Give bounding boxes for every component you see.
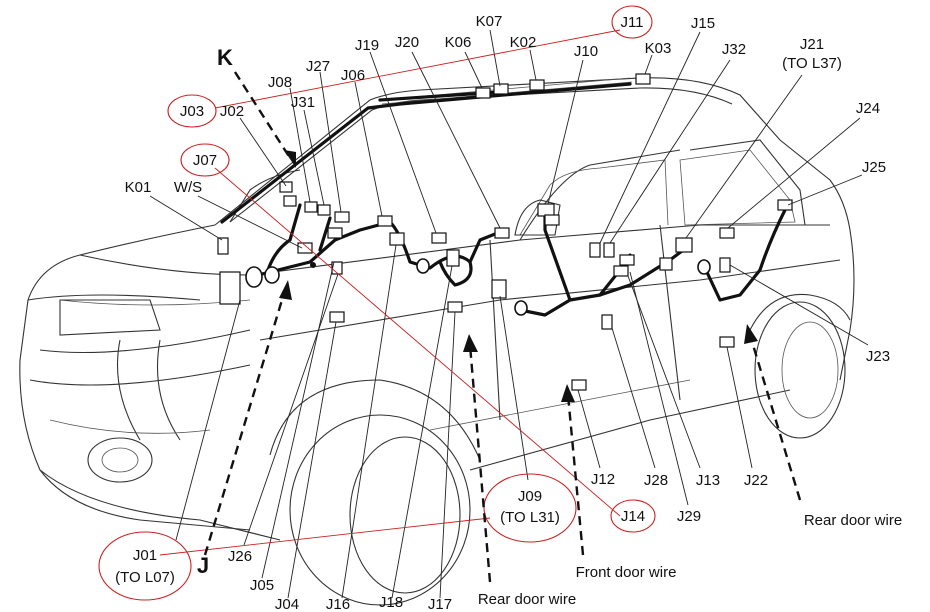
label-j28: J28 xyxy=(644,472,668,489)
label-j04: J04 xyxy=(275,596,299,612)
j09-highlight xyxy=(483,473,577,543)
label-j03: J03 xyxy=(180,103,204,120)
label-j01-note: (TO L07) xyxy=(115,569,175,586)
label-j21: J21 xyxy=(800,36,824,53)
label-j22: J22 xyxy=(744,472,768,489)
label-j31: J31 xyxy=(291,94,315,111)
component-labels: K07 J11 J15 J21 (TO L37) K06 K02 J10 K03… xyxy=(115,13,902,612)
label-j23: J23 xyxy=(866,348,890,365)
label-j08: J08 xyxy=(268,74,292,91)
label-j06: J06 xyxy=(341,67,365,84)
label-j13: J13 xyxy=(696,472,720,489)
label-j14: J14 xyxy=(621,508,645,525)
j03-highlight xyxy=(167,94,217,128)
label-j05: J05 xyxy=(250,577,274,594)
label-k07: K07 xyxy=(476,13,503,30)
label-j01: J01 xyxy=(133,547,157,564)
connectors xyxy=(217,73,793,391)
label-k02: K02 xyxy=(510,34,537,51)
label-j11: J11 xyxy=(620,14,643,31)
label-k03: K03 xyxy=(645,40,672,57)
label-j20: J20 xyxy=(395,34,419,51)
label-j21-note: (TO L37) xyxy=(782,55,842,72)
label-j16: J16 xyxy=(326,596,350,612)
label-j19: J19 xyxy=(355,37,379,54)
j11-highlight xyxy=(611,5,653,39)
leader-lines xyxy=(149,29,869,599)
label-j07: J07 xyxy=(193,152,217,169)
label-j09: J09 xyxy=(518,488,542,505)
label-j15: J15 xyxy=(691,15,715,32)
j07-highlight xyxy=(180,143,230,177)
label-rear-door-wire-bottom: Rear door wire xyxy=(478,591,576,608)
label-ws: W/S xyxy=(174,179,202,196)
label-j29: J29 xyxy=(677,508,701,525)
label-j09-note: (TO L31) xyxy=(500,509,560,526)
label-j12: J12 xyxy=(591,471,615,488)
label-front-door-wire: Front door wire xyxy=(576,564,677,581)
label-j32: J32 xyxy=(722,41,746,58)
label-j18: J18 xyxy=(379,594,403,611)
label-j02: J02 xyxy=(220,103,244,120)
label-j25: J25 xyxy=(862,159,886,176)
label-j26: J26 xyxy=(228,548,252,565)
label-j10: J10 xyxy=(574,43,598,60)
j01-highlight xyxy=(98,531,192,601)
highlight-lines xyxy=(98,5,656,601)
j14-highlight xyxy=(610,499,656,533)
label-k: K xyxy=(217,45,233,70)
label-k06: K06 xyxy=(445,34,472,51)
car-body-outline xyxy=(19,77,855,606)
dashed-arrows xyxy=(203,71,802,583)
label-j: J xyxy=(197,553,209,578)
label-j27: J27 xyxy=(306,58,330,75)
label-j17: J17 xyxy=(428,596,452,612)
label-k01: K01 xyxy=(125,179,152,196)
label-j24: J24 xyxy=(856,100,880,117)
label-rear-door-wire-right: Rear door wire xyxy=(804,512,902,529)
